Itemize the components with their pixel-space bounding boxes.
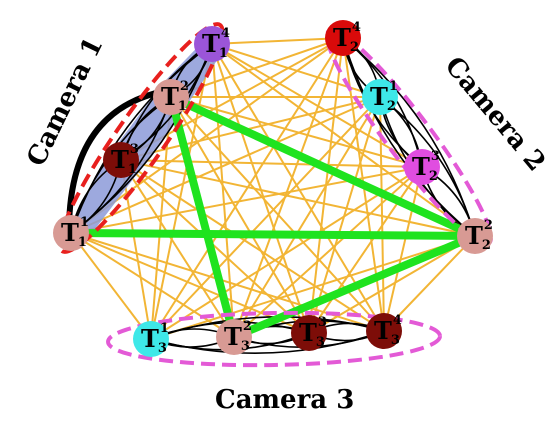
camera-3-label: Camera 3	[215, 385, 354, 415]
inter-camera-edge	[170, 96, 310, 334]
inter-camera-edge	[383, 166, 423, 332]
track-node: T22	[457, 218, 493, 254]
track-node-circle	[366, 313, 402, 349]
inter-camera-edge	[120, 159, 152, 340]
track-node: T12	[153, 79, 189, 115]
inter-camera-edge	[308, 235, 476, 334]
highlighted-edge	[67, 229, 479, 240]
track-node: T34	[366, 313, 402, 349]
intra-camera-edge	[342, 37, 476, 237]
inter-camera-edge	[120, 159, 385, 332]
track-node: T14	[194, 26, 230, 62]
inter-camera-edge	[211, 43, 381, 98]
track-node-circle	[457, 218, 493, 254]
inter-camera-edge	[308, 166, 423, 334]
inter-camera-edge	[150, 96, 381, 340]
track-node: T31	[133, 321, 169, 357]
inter-camera-edge	[308, 37, 344, 334]
track-node: T13	[103, 142, 139, 178]
track-node-circle	[291, 315, 327, 351]
inter-camera-edge	[150, 96, 172, 340]
track-node: T21	[362, 79, 398, 115]
inter-camera-edge	[150, 235, 476, 340]
inter-camera-edge	[120, 159, 235, 338]
track-node-circle	[53, 215, 89, 251]
highlighted-edge	[230, 232, 479, 341]
inter-camera-edge	[120, 159, 423, 168]
inter-camera-edge	[150, 43, 213, 340]
track-node-circle	[103, 142, 139, 178]
track-node-circle	[216, 319, 252, 355]
camera-1-ellipse	[57, 22, 225, 254]
camera-1-label: Camera 1	[21, 33, 109, 171]
inter-camera-edge	[211, 43, 423, 168]
track-node-circle	[133, 321, 169, 357]
inter-camera-edge	[150, 166, 423, 340]
track-node-circle	[153, 79, 189, 115]
inter-camera-edge	[383, 235, 476, 332]
track-node: T24	[325, 20, 361, 56]
camera-1-band	[63, 32, 224, 241]
inter-camera-edge	[211, 37, 344, 45]
track-node-circle	[362, 79, 398, 115]
track-node-circle	[194, 26, 230, 62]
highlighted-edge	[167, 93, 238, 341]
inter-camera-edge	[150, 37, 344, 340]
inter-camera-edge	[70, 232, 235, 338]
track-node-circle	[404, 149, 440, 185]
track-node: T23	[404, 149, 440, 185]
track-node-circle	[325, 20, 361, 56]
track-node: T33	[291, 315, 327, 351]
inter-camera-edge	[120, 159, 476, 237]
inter-camera-edge	[70, 232, 152, 340]
inter-camera-edge	[233, 96, 381, 338]
camera-2-label: Camera 2	[439, 51, 552, 177]
inter-camera-edge	[211, 43, 476, 237]
track-node: T11	[53, 215, 89, 251]
camera-1-track-band	[63, 32, 224, 241]
inter-camera-edge	[70, 96, 381, 234]
intra-camera-edge	[342, 37, 476, 237]
inter-camera-edge	[120, 159, 310, 334]
inter-camera-edge	[233, 37, 344, 338]
highlighted-edge	[167, 93, 479, 240]
track-node: T32	[216, 319, 252, 355]
highlighted-edges	[67, 93, 479, 341]
inter-camera-edge	[308, 96, 381, 334]
track-node-label: T32	[224, 319, 252, 354]
camera-3-ellipse	[106, 310, 442, 368]
